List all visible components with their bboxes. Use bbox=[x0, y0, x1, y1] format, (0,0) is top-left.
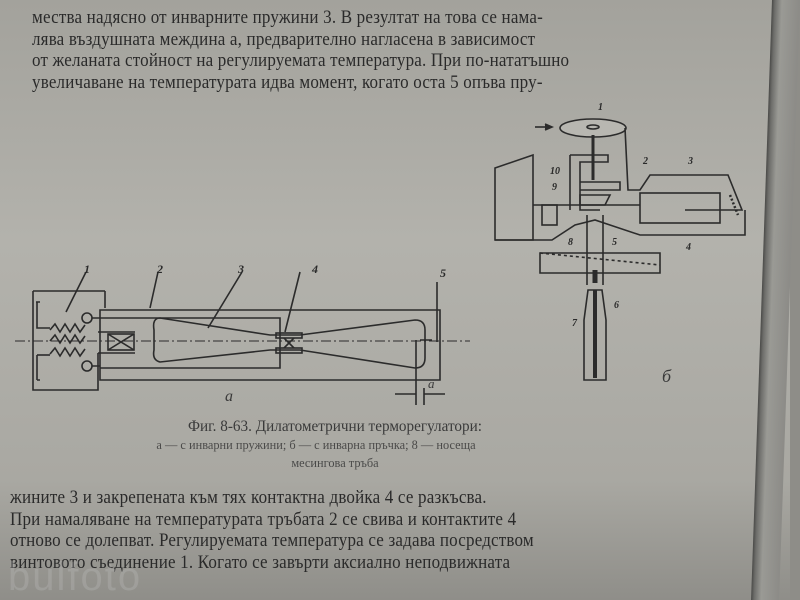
caption-line-3: месингова тръба bbox=[291, 455, 379, 470]
watermark: bulfoto bbox=[8, 555, 143, 599]
text-line: винтовото съединение 1. Когато се завърт… bbox=[10, 552, 511, 573]
bottom-paragraph: жините 3 и закрепената към тях контактна… bbox=[10, 488, 534, 574]
part-label-2: 2 bbox=[157, 262, 163, 276]
text-line: лява въздушната междина a, предварително… bbox=[32, 29, 536, 50]
figure-a-diagram bbox=[15, 271, 470, 405]
part-label-b-2: 2 bbox=[643, 156, 648, 167]
caption-title: Фиг. 8-63. Дилатометрични терморегулатор… bbox=[188, 418, 482, 435]
gap-label: a bbox=[428, 376, 435, 391]
top-paragraph: мества надясно от инварните пружини 3. В… bbox=[32, 8, 569, 94]
part-label-3: 3 bbox=[238, 262, 244, 276]
part-label-b-5: 5 bbox=[612, 237, 617, 248]
part-label-b-10: 10 bbox=[550, 166, 560, 177]
part-label-4: 4 bbox=[312, 262, 318, 276]
text-line: жините 3 и закрепената към тях контактна… bbox=[10, 488, 487, 508]
text-line: мества надясно от инварните пружини 3. В… bbox=[32, 8, 543, 28]
caption-line-2: a — с инварни пружини; б — с инварна пръ… bbox=[156, 437, 476, 452]
figure-caption: Фиг. 8-63. Дилатометрични терморегулатор… bbox=[156, 418, 482, 472]
part-label-b-9: 9 bbox=[552, 182, 557, 193]
text-line: При намаляване на температурата тръбата … bbox=[10, 509, 517, 530]
figure-b-diagram bbox=[494, 118, 746, 381]
figure-b-label: б bbox=[662, 366, 672, 386]
part-label-b-7: 7 bbox=[572, 318, 577, 329]
part-label-b-8: 8 bbox=[568, 237, 573, 248]
part-label-5: 5 bbox=[440, 266, 446, 280]
text-line: увеличаване на температурата идва момент… bbox=[32, 72, 543, 93]
figure-a-label: a bbox=[225, 388, 233, 405]
part-label-b-1: 1 bbox=[598, 102, 603, 113]
text-line: отново се долепват. Регулируемата темпер… bbox=[10, 531, 534, 551]
part-label-b-6: 6 bbox=[614, 300, 619, 311]
part-label-b-3: 3 bbox=[688, 156, 693, 167]
text-line: от желаната стойност на регулируемата те… bbox=[32, 51, 570, 71]
part-label-b-4: 4 bbox=[686, 242, 691, 253]
part-label-1: 1 bbox=[84, 262, 90, 276]
